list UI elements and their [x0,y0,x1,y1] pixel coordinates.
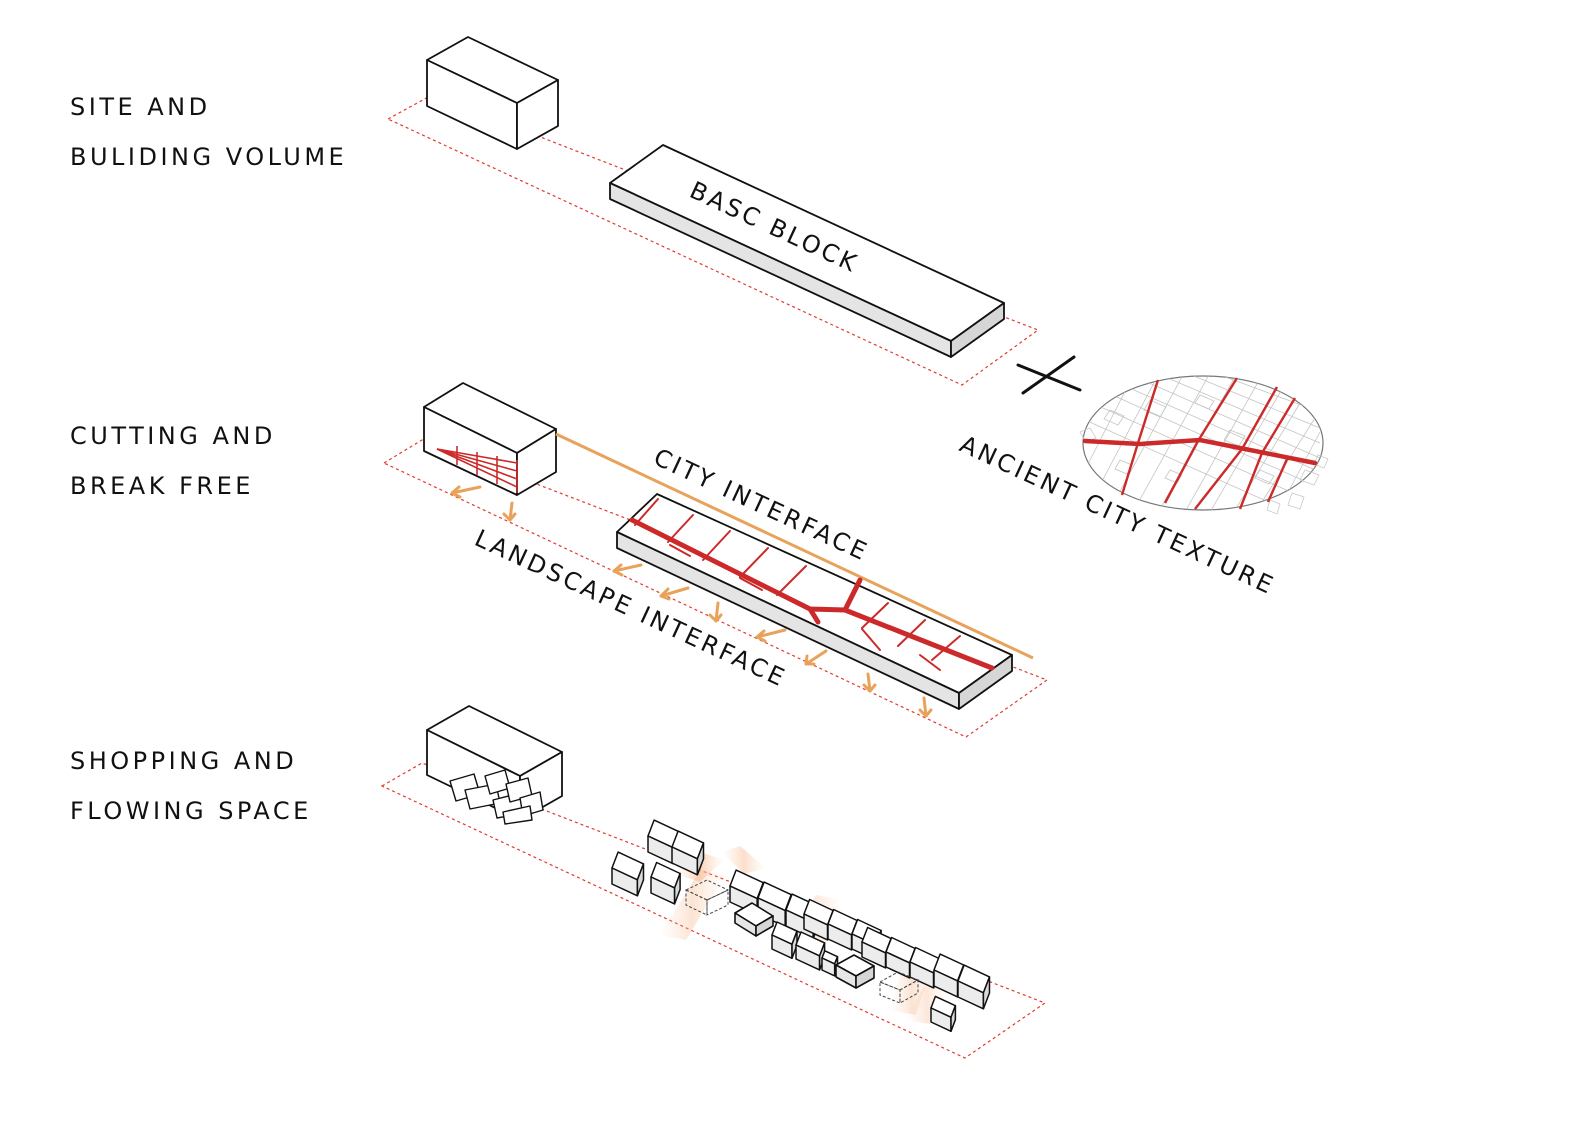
site-outline [382,439,1049,738]
block-street-grid [629,498,995,671]
shop-box [611,851,645,897]
step2-group: CITY INTERFACE [382,382,1049,738]
shop-box-side [673,872,681,905]
shop-box [647,819,681,865]
shop-box [650,861,681,905]
arrow-left-icon [612,563,643,577]
basc-block-volume [609,144,1005,358]
step-label-line: BREAK FREE [70,472,254,500]
arrow-left-icon [804,649,828,666]
shop-box [671,830,705,876]
shop-box-side [636,863,645,897]
tower-shop-cluster [449,769,544,825]
tower-facade-grid [436,446,518,493]
shop-box [930,995,957,1033]
shop-volumes [611,819,991,1033]
shop-box [821,950,839,977]
shop-box [771,921,798,960]
step-label-shopping: SHOPPING AND FLOWING SPACE [70,736,312,836]
step1-group: BASC BLOCK [386,36,1040,386]
step-label-site-volume: SITE AND BULIDING VOLUME [70,82,347,182]
arrow-down-icon [708,601,723,623]
city-fabric-overflow [1079,427,1329,515]
cut-tower-volume [423,382,557,496]
shop-box-side [696,842,705,876]
site-outline [386,94,1040,386]
ancient-main-axis [1082,437,1318,466]
city-interface-line [555,432,1034,660]
landscape-arrows [450,485,933,718]
shop-box-side [982,976,991,1010]
step-label-line: BULIDING VOLUME [70,143,348,171]
shop-box [957,964,991,1010]
step3-group [380,705,1047,1059]
step-label-line: SHOPPING AND [70,747,298,775]
ancient-city-texture: ANCIENT CITY TEXTURE [955,375,1329,600]
step-label-line: SITE AND [70,93,211,121]
ancient-secondary-streets [1120,377,1297,510]
arrow-down-icon [918,696,933,718]
step-label-line: CUTTING AND [70,422,276,450]
arrow-left-icon [755,628,787,643]
arrow-down-icon [862,672,877,693]
arrow-left-icon [450,485,482,499]
shop-box-side [950,1004,957,1033]
dashed-void-volumes [684,879,920,1004]
arrow-down-icon [502,501,517,522]
arrow-left-icon [659,586,690,601]
step-label-cutting: CUTTING AND BREAK FREE [70,411,276,511]
multiply-icon [1016,355,1082,395]
bent-shop-volumes [734,902,875,989]
tower-volume [426,36,559,150]
site-outline [380,762,1047,1059]
step-label-line: FLOWING SPACE [70,797,312,825]
